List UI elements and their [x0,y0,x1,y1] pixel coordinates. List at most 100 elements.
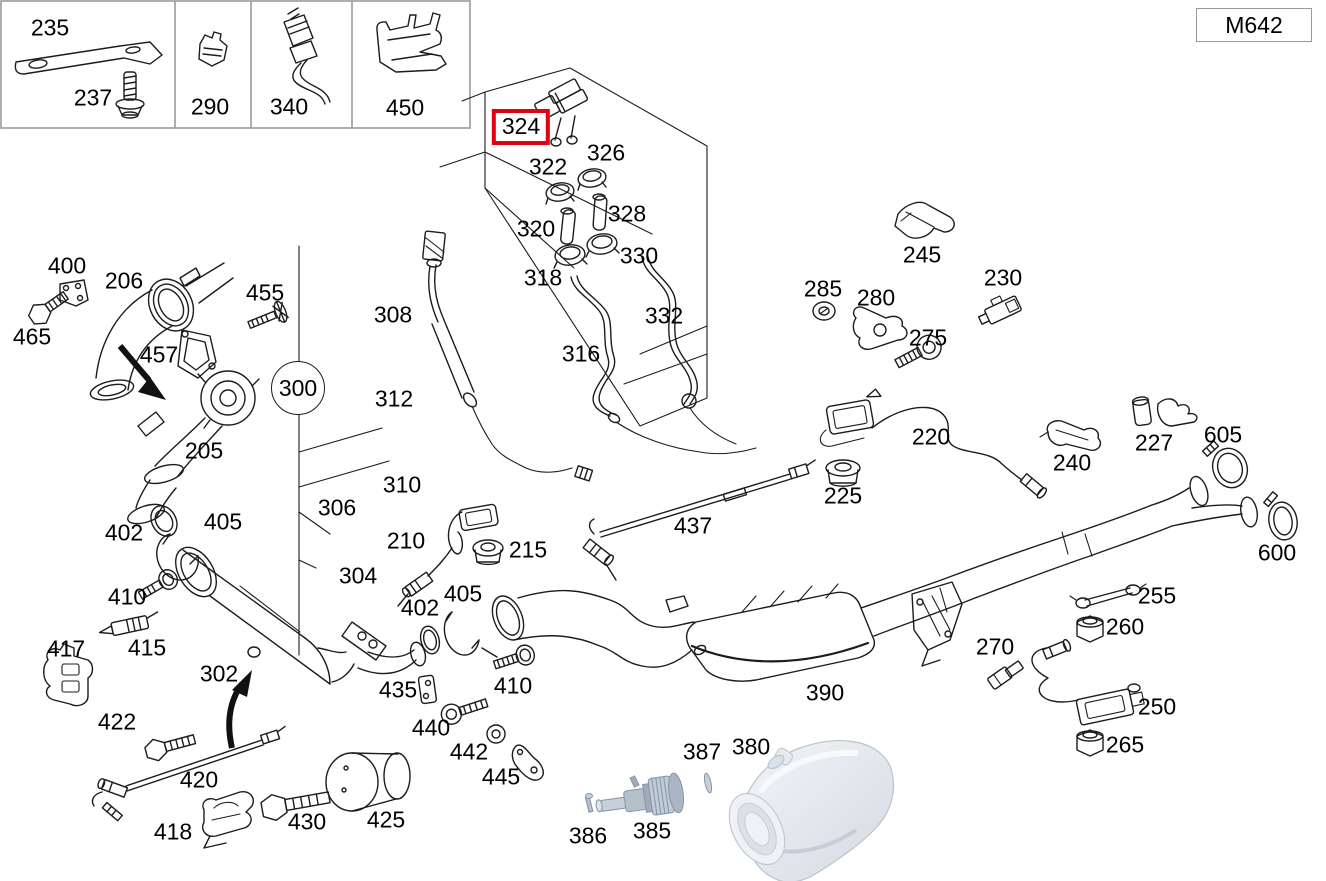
part-332-pipe-drawing [641,256,737,445]
part-324-sensor-drawing [534,78,589,147]
part-label-240[interactable]: 240 [1052,449,1092,476]
part-label-280[interactable]: 280 [856,284,896,311]
part-label-220[interactable]: 220 [911,423,951,450]
part-label-306[interactable]: 306 [317,494,357,521]
part-260-nut-drawing [1076,615,1104,643]
part-405-clamp-left-drawing [156,533,199,581]
part-label-435[interactable]: 435 [378,676,418,703]
part-label-235[interactable]: 235 [30,14,70,41]
part-250-nox-sensor-drawing [1031,638,1145,726]
part-label-215[interactable]: 215 [508,536,548,563]
assembly-arrow-2 [226,670,252,749]
part-label-430[interactable]: 430 [287,808,327,835]
part-210-oxygen-sensor-drawing [397,503,499,607]
part-label-285[interactable]: 285 [803,275,843,302]
part-label-320[interactable]: 320 [516,215,556,242]
part-206-front-pipe-drawing [89,262,234,401]
part-455-stud-drawing [247,300,289,329]
part-label-206[interactable]: 206 [104,267,144,294]
part-308-pressure-line-drawing [422,230,594,482]
part-label-380[interactable]: 380 [731,733,771,760]
part-label-270[interactable]: 270 [975,633,1015,660]
part-label-422[interactable]: 422 [97,708,137,735]
part-label-255[interactable]: 255 [1137,582,1177,609]
part-290-clip-drawing [198,31,228,67]
part-label-237[interactable]: 237 [73,84,113,111]
part-label-332[interactable]: 332 [644,302,684,329]
part-label-205[interactable]: 205 [184,437,224,464]
part-label-245[interactable]: 245 [902,241,942,268]
part-label-260[interactable]: 260 [1105,613,1145,640]
part-label-600[interactable]: 600 [1257,539,1297,566]
part-label-330[interactable]: 330 [619,242,659,269]
part-label-324[interactable]: 324 [491,109,551,145]
part-230-connector-drawing [977,295,1022,325]
part-417-bracket-drawing [43,643,94,707]
part-435-plate-drawing [417,674,438,705]
part-label-400[interactable]: 400 [47,252,87,279]
part-label-302[interactable]: 302 [199,660,239,687]
part-label-410[interactable]: 410 [493,672,533,699]
part-label-312[interactable]: 312 [374,385,414,412]
part-280-bracket-drawing [852,306,908,350]
part-386-screw-drawing [584,793,594,813]
part-402-gasket-mid-drawing [419,625,441,655]
part-label-405[interactable]: 405 [443,580,483,607]
part-label-275[interactable]: 275 [908,324,948,351]
part-415-sensor-drawing [98,611,159,637]
part-label-445[interactable]: 445 [481,763,521,790]
part-label-318[interactable]: 318 [523,264,563,291]
part-label-440[interactable]: 440 [411,714,451,741]
part-label-308[interactable]: 308 [373,301,413,328]
part-label-418[interactable]: 418 [153,818,193,845]
part-465-bolt-drawing [27,290,69,325]
part-label-417[interactable]: 417 [46,635,86,662]
part-label-225[interactable]: 225 [823,482,863,509]
part-label-405[interactable]: 405 [203,508,243,535]
part-label-310[interactable]: 310 [382,471,422,498]
part-label-390[interactable]: 390 [805,679,845,706]
part-label-326[interactable]: 326 [586,139,626,166]
part-label-250[interactable]: 250 [1137,693,1177,720]
part-label-402[interactable]: 402 [104,519,144,546]
part-445-bracket-drawing [511,744,544,781]
part-label-385[interactable]: 385 [632,817,672,844]
part-label-227[interactable]: 227 [1134,429,1174,456]
part-385-injector-drawing [595,772,685,816]
part-316-pipe-drawing [570,275,757,455]
part-420-temp-sensor-drawing [91,725,286,822]
part-label-402[interactable]: 402 [400,594,440,621]
part-label-442[interactable]: 442 [449,738,489,765]
part-225-nut-drawing [825,459,861,487]
part-418-bracket-drawing [202,791,254,849]
part-600-clamp-drawing [1263,491,1298,541]
mounting-panel-outline [439,67,708,427]
part-label-410[interactable]: 410 [107,583,147,610]
part-label-455[interactable]: 455 [245,279,285,306]
part-label-340[interactable]: 340 [269,93,309,120]
part-label-300[interactable]: 300 [271,361,325,415]
part-label-465[interactable]: 465 [12,323,52,350]
part-label-316[interactable]: 316 [561,340,601,367]
part-label-425[interactable]: 425 [366,806,406,833]
part-label-605[interactable]: 605 [1203,421,1243,448]
part-label-387[interactable]: 387 [682,738,722,765]
part-285-grommet-drawing [812,301,836,321]
part-label-386[interactable]: 386 [568,822,608,849]
part-405-clamp-mid-drawing [443,611,498,658]
part-label-420[interactable]: 420 [179,766,219,793]
part-label-290[interactable]: 290 [190,93,230,120]
part-label-437[interactable]: 437 [673,512,713,539]
part-label-322[interactable]: 322 [528,153,568,180]
part-label-210[interactable]: 210 [386,527,426,554]
part-label-230[interactable]: 230 [983,264,1023,291]
part-label-415[interactable]: 415 [127,634,167,661]
part-label-265[interactable]: 265 [1105,731,1145,758]
part-label-328[interactable]: 328 [607,200,647,227]
part-label-450[interactable]: 450 [385,94,425,121]
part-label-304[interactable]: 304 [338,562,378,589]
part-label-457[interactable]: 457 [139,341,179,368]
part-605-clamp-drawing [1201,440,1249,489]
part-440-bolt-drawing [440,698,489,725]
